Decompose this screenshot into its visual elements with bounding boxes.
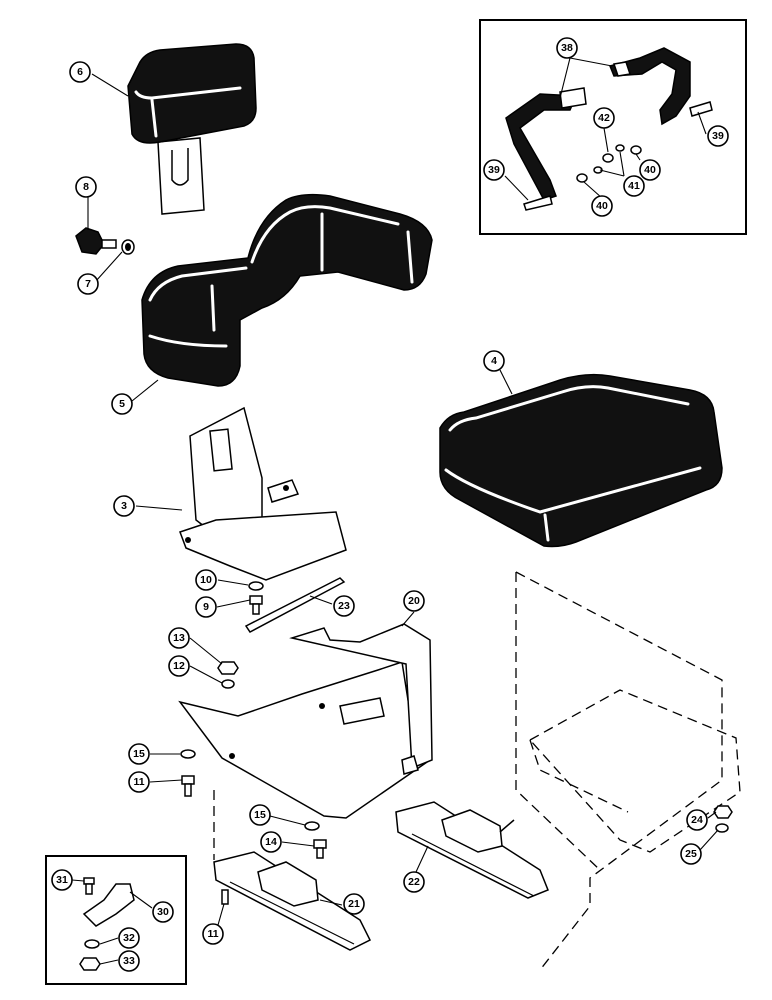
nut-part <box>713 805 733 819</box>
callout-15: 15 <box>249 804 271 826</box>
callout-39: 39 <box>483 159 505 181</box>
callout-15: 15 <box>128 743 150 765</box>
seat-support-part <box>178 623 433 819</box>
callout-label: 21 <box>348 898 360 910</box>
armrest-pad-part <box>127 43 257 215</box>
seat-slide-rail-part <box>395 801 549 899</box>
callout-label: 33 <box>123 955 135 967</box>
callout-38: 38 <box>556 37 578 59</box>
seat-cushion-part <box>439 373 723 548</box>
callout-label: 41 <box>628 180 640 192</box>
bolt-part <box>249 595 263 615</box>
callout-label: 6 <box>77 66 83 78</box>
adjusting-rod-part <box>244 577 346 633</box>
callout-label: 3 <box>121 500 127 512</box>
callout-8: 8 <box>75 176 97 198</box>
callout-label: 39 <box>488 164 500 176</box>
callout-7: 7 <box>77 273 99 295</box>
seat-slide-rail-part <box>213 851 372 951</box>
callout-5: 5 <box>111 393 133 415</box>
callout-label: 23 <box>338 600 350 612</box>
callout-12: 12 <box>168 655 190 677</box>
callout-label: 4 <box>491 355 497 367</box>
callout-label: 15 <box>254 809 266 821</box>
callout-label: 11 <box>133 776 144 788</box>
callout-label: 8 <box>83 181 89 193</box>
lock-washer-part <box>180 749 196 759</box>
callout-label: 24 <box>691 814 703 826</box>
mounting-bracket-part <box>79 877 135 971</box>
callout-label: 39 <box>712 130 724 142</box>
back-rest-bracket-part <box>179 406 347 581</box>
callout-3: 3 <box>113 495 135 517</box>
callout-10: 10 <box>195 569 217 591</box>
callout-21: 21 <box>343 893 365 915</box>
callout-6: 6 <box>69 61 91 83</box>
callout-label: 10 <box>200 574 212 586</box>
callout-label: 20 <box>408 595 420 607</box>
callout-11: 11 <box>128 771 150 793</box>
callout-41: 41 <box>623 175 645 197</box>
lock-washer-part <box>304 821 320 831</box>
callout-label: 14 <box>265 836 277 848</box>
callout-label: 40 <box>644 164 656 176</box>
seat-belt-inset-box <box>479 19 747 235</box>
nut-part <box>217 661 239 675</box>
callout-32: 32 <box>118 927 140 949</box>
lock-washer-part <box>221 679 235 689</box>
callout-label: 38 <box>561 42 573 54</box>
callout-11: 11 <box>202 923 224 945</box>
knob-spacer-part <box>121 239 135 255</box>
adjusting-knob-part <box>75 227 117 255</box>
callout-label: 31 <box>56 874 68 886</box>
callout-30: 30 <box>152 901 174 923</box>
callout-40: 40 <box>591 195 613 217</box>
callout-label: 40 <box>596 200 608 212</box>
lock-washer-part <box>715 823 729 833</box>
callout-9: 9 <box>195 596 217 618</box>
callout-4: 4 <box>483 350 505 372</box>
bolt-part <box>181 775 195 797</box>
callout-label: 13 <box>173 632 185 644</box>
callout-14: 14 <box>260 831 282 853</box>
phantom-seat-outline <box>213 571 741 971</box>
seat-belt-part <box>505 47 713 211</box>
callout-20: 20 <box>403 590 425 612</box>
callout-label: 9 <box>203 601 209 613</box>
callout-label: 32 <box>123 932 135 944</box>
callout-40: 40 <box>639 159 661 181</box>
callout-label: 12 <box>173 660 185 672</box>
callout-label: 42 <box>598 112 610 124</box>
callout-23: 23 <box>333 595 355 617</box>
callout-label: 25 <box>685 848 697 860</box>
callout-13: 13 <box>168 627 190 649</box>
callout-label: 7 <box>85 278 91 290</box>
callout-label: 30 <box>157 906 169 918</box>
callout-22: 22 <box>403 871 425 893</box>
callout-24: 24 <box>686 809 708 831</box>
callout-label: 22 <box>408 876 420 888</box>
callout-42: 42 <box>593 107 615 129</box>
washer-part <box>248 581 264 591</box>
bolt-part <box>313 839 327 859</box>
leader-lines <box>71 57 719 965</box>
callout-label: 11 <box>207 928 218 940</box>
callout-33: 33 <box>118 950 140 972</box>
callout-label: 15 <box>133 748 145 760</box>
callout-31: 31 <box>51 869 73 891</box>
callout-39: 39 <box>707 125 729 147</box>
bracket-inset-box <box>45 855 187 985</box>
back-rest-cushion-part <box>141 193 433 387</box>
callout-label: 5 <box>119 398 125 410</box>
callout-25: 25 <box>680 843 702 865</box>
